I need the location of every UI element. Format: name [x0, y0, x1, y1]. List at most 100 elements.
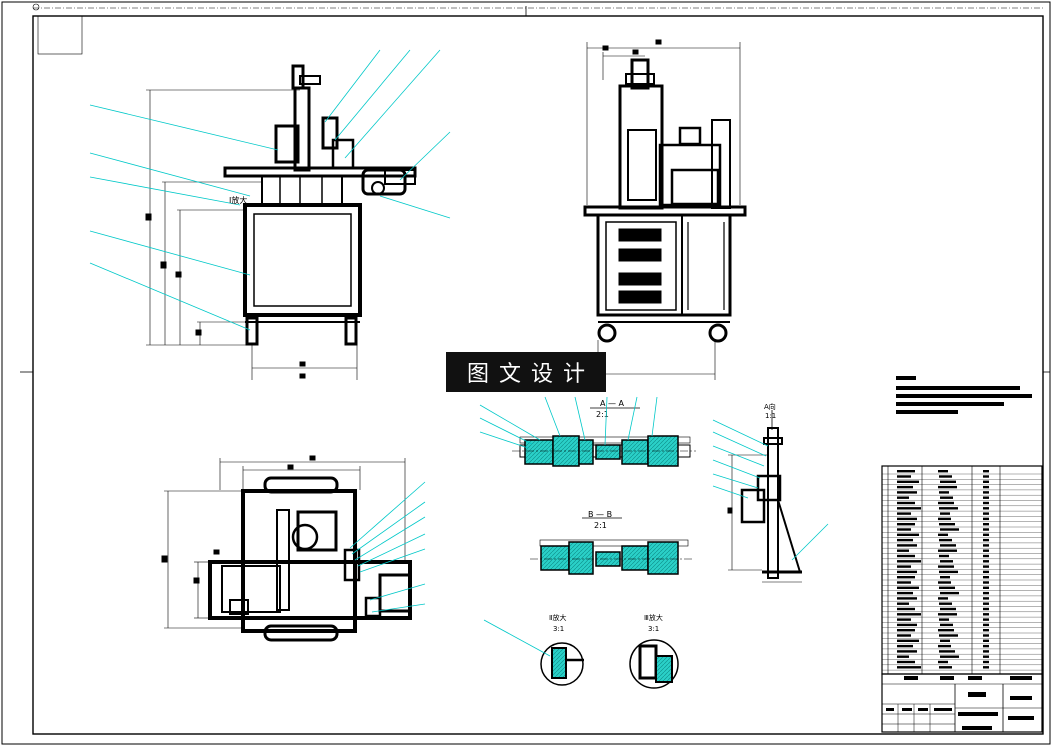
parts-list-spec-cell: [940, 623, 953, 627]
parts-list-qty-cell: [983, 660, 989, 664]
parts-list-spec-cell: [939, 602, 952, 605]
section-b-b-title: B — B: [588, 510, 612, 519]
parts-list-qty-cell: [983, 602, 989, 605]
parts-list-qty-cell: [983, 501, 989, 505]
detail-callout-i: I放大: [229, 195, 247, 205]
parts-list-spec-cell: [938, 485, 957, 489]
parts-list-name-cell: [897, 565, 911, 568]
parts-list-qty-cell: [983, 623, 989, 627]
parts-list-name-cell: [897, 470, 915, 473]
section-side-leaders: [712, 419, 829, 561]
parts-list-spec-cell: [938, 533, 948, 536]
parts-list-name-cell: [897, 666, 921, 669]
technical-requirements: [896, 376, 1032, 414]
parts-list-qty-cell: [983, 613, 989, 616]
parts-list-name-cell: [897, 560, 921, 563]
parts-list-qty-cell: [983, 538, 989, 542]
parts-list-spec-cell: [939, 666, 952, 669]
parts-list-qty-cell: [983, 666, 989, 669]
parts-list-qty-cell: [983, 634, 989, 637]
parts-list-qty-cell: [983, 480, 989, 483]
parts-list-spec-cell: [940, 544, 956, 547]
parts-list-spec-cell: [939, 507, 958, 510]
parts-list-name-cell: [897, 655, 909, 658]
parts-list-name-cell: [897, 491, 917, 494]
parts-list-qty-cell: [983, 607, 989, 611]
parts-list-qty-cell: [983, 517, 989, 521]
parts-list-qty-cell: [983, 581, 989, 584]
parts-list-spec-cell: [939, 618, 949, 621]
parts-list-name-cell: [897, 576, 915, 579]
parts-list-qty-cell: [983, 485, 989, 489]
parts-list-spec-cell: [940, 607, 956, 611]
parts-list-qty-cell: [983, 570, 989, 574]
parts-list-name-cell: [897, 650, 917, 653]
parts-list-spec-cell: [939, 634, 958, 637]
parts-list-name-cell: [897, 485, 913, 489]
section-a-a-leaders: [479, 396, 658, 449]
parts-list-spec-cell: [939, 475, 952, 478]
parts-list-spec-cell: [940, 591, 959, 595]
parts-list-name-cell: [897, 597, 917, 600]
parts-list-name-cell: [897, 660, 915, 664]
parts-list-spec-cell: [938, 613, 957, 616]
parts-list-name-cell: [897, 544, 917, 547]
parts-list-spec-cell: [939, 538, 952, 542]
parts-list-name-cell: [897, 607, 915, 611]
title-block-fill: [886, 676, 1034, 730]
parts-list-name-cell: [897, 629, 915, 632]
front-view: [145, 64, 417, 380]
parts-list-qty-cell: [983, 544, 989, 547]
parts-list-qty-cell: [983, 475, 989, 478]
parts-list-name-cell: [897, 528, 911, 531]
parts-list-qty-cell: [983, 618, 989, 621]
parts-list-name-cell: [897, 623, 917, 627]
parts-list-qty-cell: [983, 586, 989, 589]
parts-list-spec-cell: [938, 549, 957, 552]
parts-list-spec-cell: [938, 597, 948, 600]
parts-list-name-cell: [897, 533, 919, 536]
detail-iii-title: Ⅲ放大: [644, 613, 663, 622]
parts-list-spec-cell: [938, 629, 954, 632]
side-view: [583, 39, 747, 380]
parts-list-name-cell: [897, 570, 917, 574]
parts-list-name-cell: [897, 501, 915, 505]
parts-list-qty-cell: [983, 629, 989, 632]
parts-list-qty-cell: [983, 512, 989, 515]
parts-list-qty-cell: [983, 639, 989, 642]
parts-list-qty-cell: [983, 650, 989, 653]
section-side-title: A向: [764, 402, 776, 411]
parts-list-qty-cell: [983, 507, 989, 510]
parts-list-spec-cell: [939, 523, 955, 526]
parts-list-name-cell: [897, 549, 909, 552]
parts-list-spec-cell: [939, 650, 955, 653]
parts-list-name-cell: [897, 644, 913, 648]
parts-list-qty-cell: [983, 576, 989, 579]
parts-list-name-cell: [897, 475, 911, 478]
parts-list-qty-cell: [983, 533, 989, 536]
parts-list-name-cell: [897, 618, 911, 621]
section-a-a-title: A — A: [600, 399, 625, 408]
section-side-scale: 1:1: [765, 412, 776, 420]
parts-list-name-cell: [897, 496, 909, 499]
detail-ii-title: Ⅱ放大: [549, 613, 566, 622]
detail-ii-scale: 3:1: [553, 625, 564, 633]
parts-list-spec-cell: [939, 491, 949, 494]
parts-list-qty-cell: [983, 655, 989, 658]
parts-list-spec-cell: [940, 528, 959, 531]
parts-list-qty-cell: [983, 491, 989, 494]
parts-list-spec-cell: [938, 581, 951, 584]
parts-list-name-cell: [897, 523, 915, 526]
detail-ii-leader: [483, 619, 551, 657]
parts-list-spec-cell: [940, 655, 959, 658]
parts-list-qty-cell: [983, 549, 989, 552]
parts-list-name-cell: [897, 538, 913, 542]
title-block: [881, 673, 1043, 733]
parts-list-spec-cell: [938, 470, 948, 473]
parts-list-spec-cell: [938, 517, 951, 521]
parts-list-qty-cell: [983, 528, 989, 531]
front-view-leaders: [89, 49, 451, 331]
parts-list-qty-cell: [983, 560, 989, 563]
